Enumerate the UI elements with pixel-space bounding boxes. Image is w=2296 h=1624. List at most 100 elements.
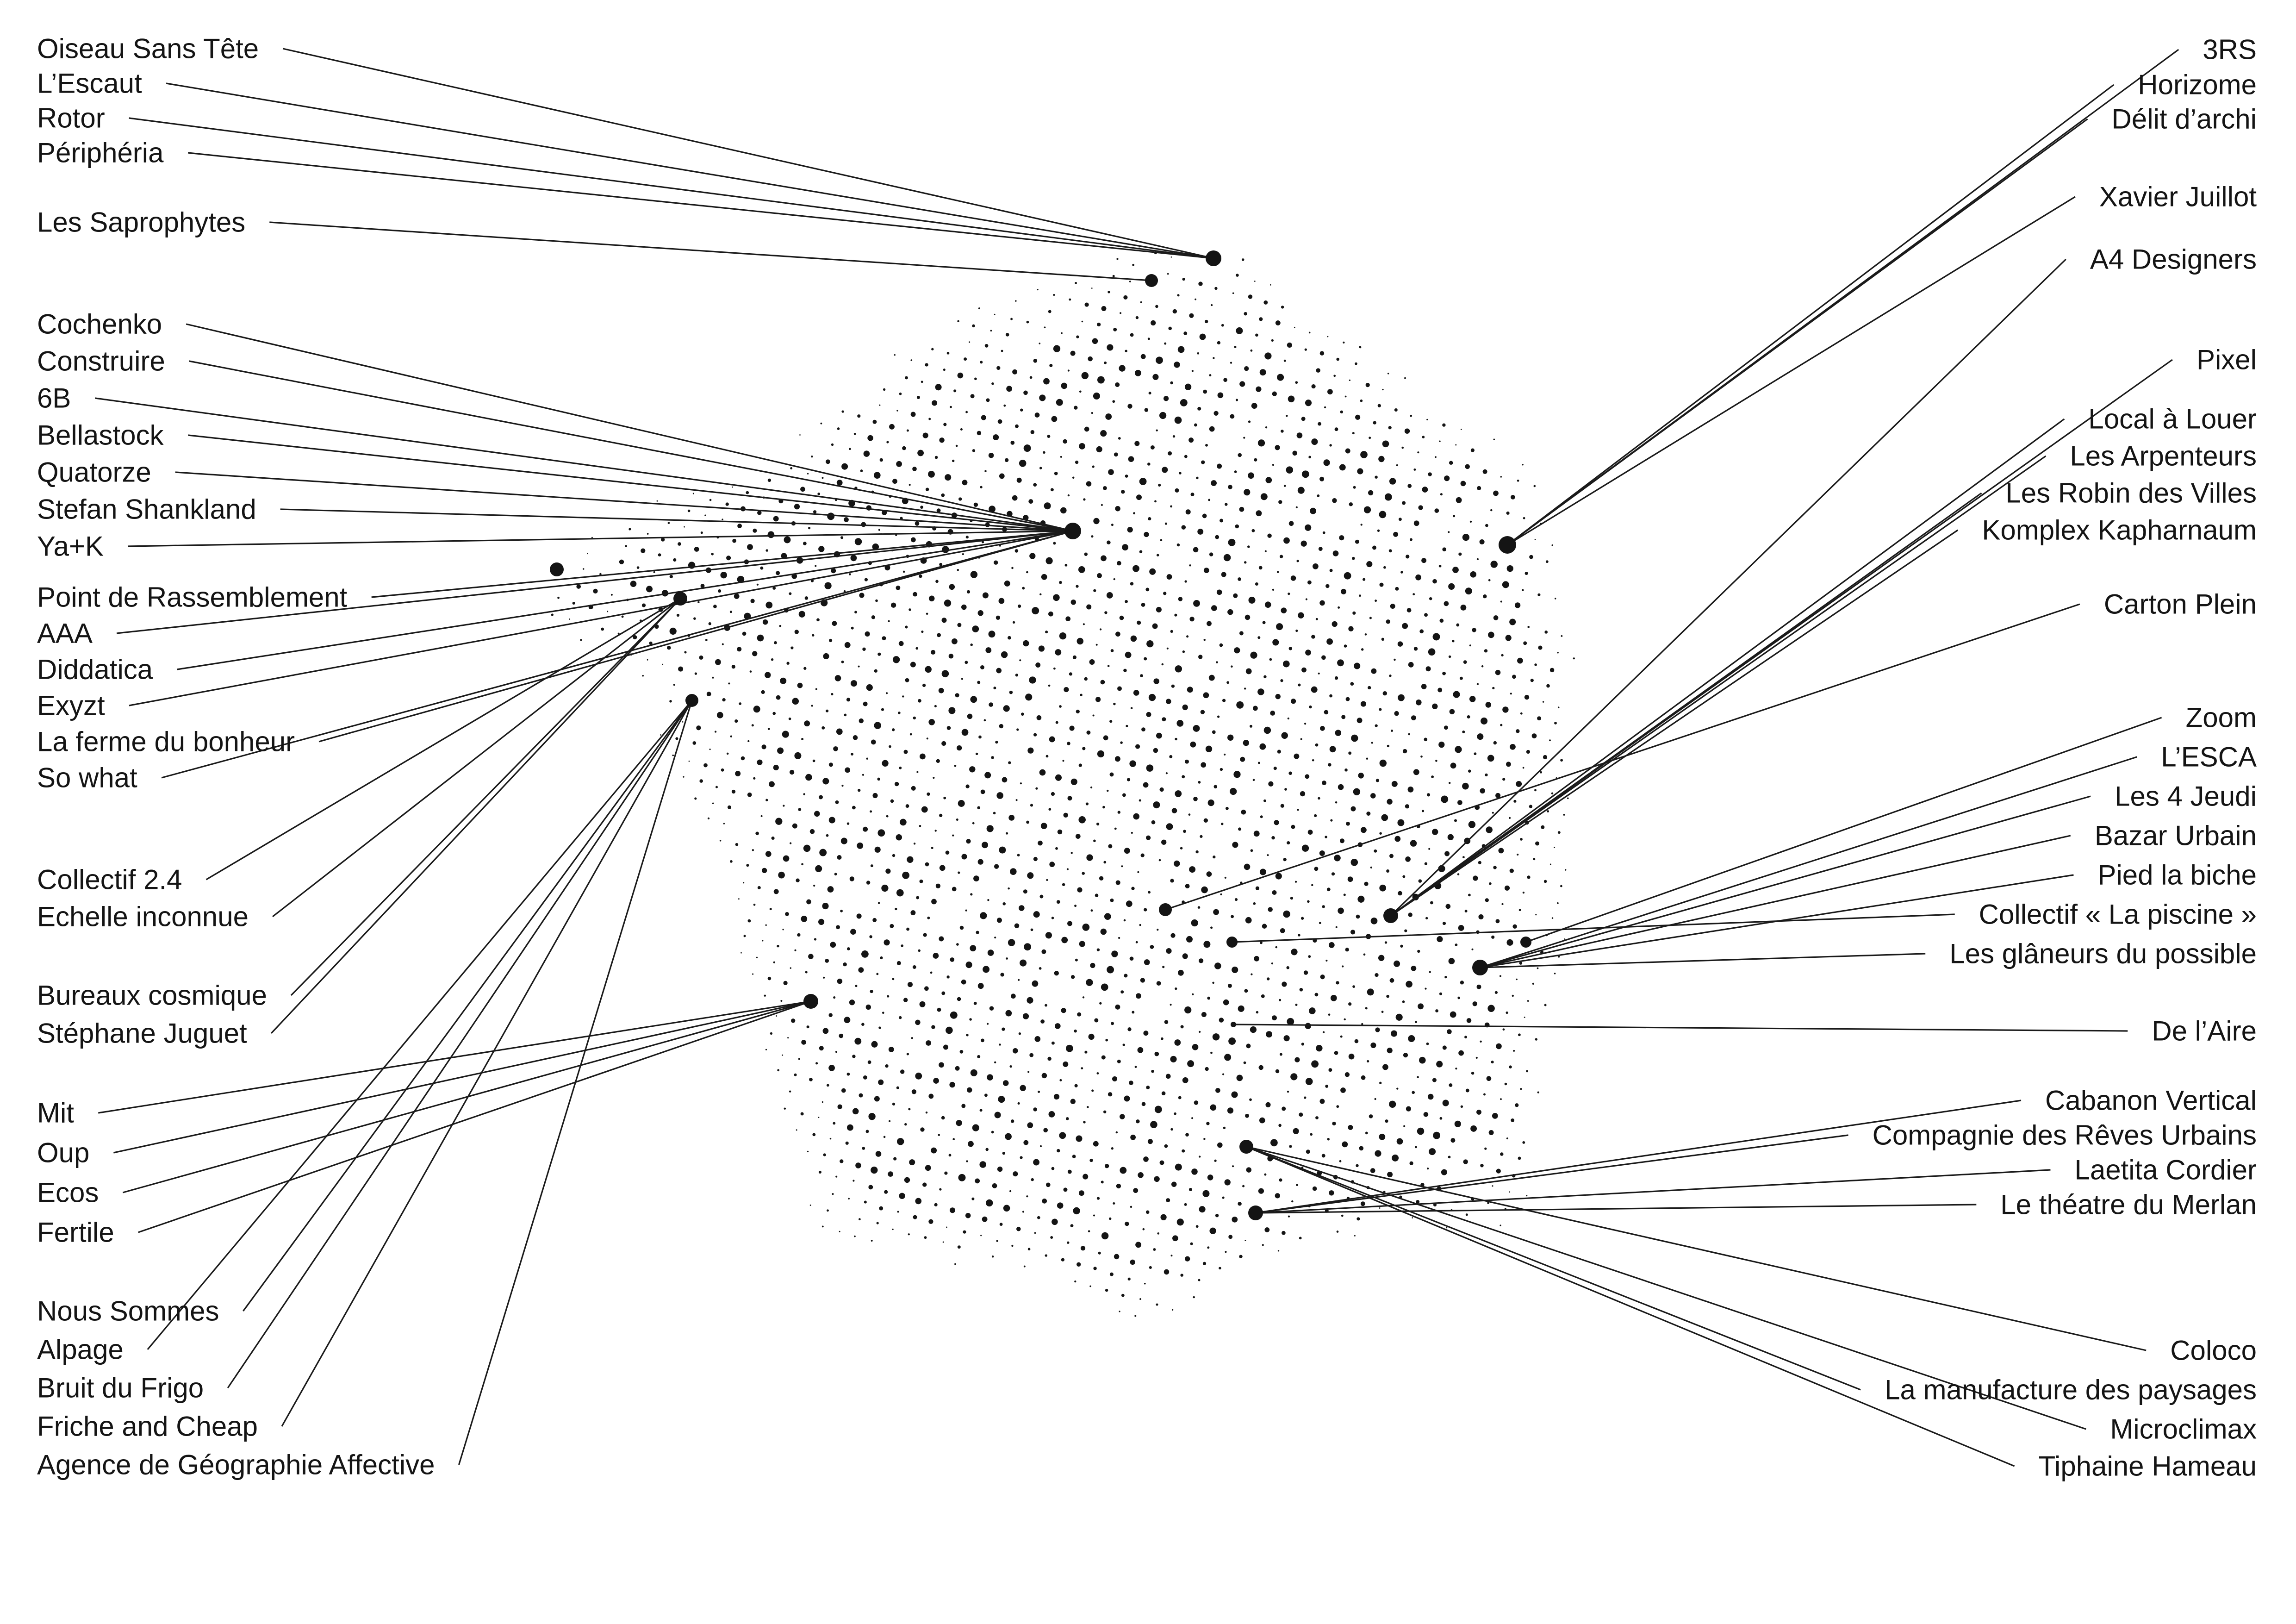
halftone-dot — [1029, 676, 1036, 684]
halftone-dot — [876, 973, 879, 975]
halftone-dot — [1077, 887, 1083, 893]
halftone-dot — [969, 341, 971, 343]
halftone-dot — [1523, 641, 1527, 645]
halftone-dot — [809, 1078, 813, 1081]
halftone-dot — [767, 478, 772, 482]
halftone-dot — [961, 1104, 966, 1108]
halftone-dot — [865, 1004, 871, 1010]
halftone-dot — [977, 610, 983, 616]
halftone-dot — [1444, 851, 1450, 856]
halftone-dot — [722, 643, 724, 645]
halftone-dot — [1133, 813, 1139, 820]
halftone-dot — [785, 912, 789, 916]
halftone-dot — [1244, 561, 1247, 564]
halftone-dot — [898, 1016, 902, 1019]
halftone-dot — [963, 1230, 966, 1234]
halftone-dot — [1069, 725, 1075, 731]
halftone-dot — [1093, 1214, 1095, 1217]
halftone-dot — [840, 1159, 844, 1163]
halftone-dot — [1377, 404, 1381, 407]
halftone-dot — [1328, 763, 1332, 767]
halftone-dot — [1212, 1033, 1220, 1041]
halftone-dot — [965, 1212, 971, 1218]
halftone-dot — [1151, 820, 1156, 824]
halftone-dot — [1073, 1207, 1080, 1215]
halftone-dot — [878, 529, 880, 531]
halftone-dot — [959, 1050, 964, 1054]
halftone-dot — [920, 506, 923, 509]
halftone-dot — [672, 754, 674, 756]
halftone-dot — [1280, 679, 1283, 682]
halftone-dot — [1219, 1267, 1221, 1270]
halftone-dot — [1410, 538, 1412, 541]
halftone-dot — [1238, 453, 1242, 457]
halftone-dot — [1447, 834, 1454, 841]
halftone-dot — [669, 627, 677, 635]
halftone-dot — [1170, 505, 1173, 508]
halftone-dot — [730, 735, 732, 737]
halftone-dot — [683, 776, 684, 778]
halftone-dot — [1392, 1154, 1399, 1162]
halftone-dot — [1009, 690, 1013, 694]
halftone-dot — [1126, 900, 1132, 907]
halftone-dot — [760, 815, 763, 817]
halftone-dot — [1013, 1171, 1018, 1177]
halftone-dot — [1217, 1142, 1223, 1148]
halftone-dot — [761, 690, 765, 694]
halftone-dot — [1035, 662, 1041, 668]
halftone-dot — [1129, 281, 1131, 282]
halftone-dot — [1119, 1311, 1120, 1312]
halftone-dot — [950, 1011, 958, 1019]
halftone-dot — [1551, 544, 1553, 546]
halftone-dot — [1334, 427, 1338, 431]
halftone-dot — [1101, 306, 1107, 311]
halftone-dot — [1366, 561, 1373, 568]
halftone-dot — [1221, 324, 1224, 327]
halftone-dot — [919, 824, 921, 827]
halftone-dot — [1029, 553, 1036, 559]
halftone-dot — [1140, 354, 1146, 359]
halftone-dot — [1067, 1241, 1070, 1244]
halftone-dot — [881, 884, 889, 892]
halftone-dot — [841, 463, 848, 470]
halftone-dot — [1295, 506, 1298, 508]
halftone-dot — [1268, 781, 1274, 787]
connector-line — [1480, 795, 2091, 968]
halftone-dot — [772, 586, 776, 590]
left-label-18: Collectif 2.4 — [37, 864, 182, 895]
halftone-dot — [1090, 909, 1093, 912]
halftone-dot — [1350, 682, 1354, 686]
halftone-dot — [1364, 881, 1369, 886]
halftone-dot — [1213, 411, 1219, 416]
halftone-dot — [1183, 331, 1188, 336]
halftone-dot — [892, 854, 896, 857]
halftone-dot — [1201, 762, 1207, 768]
left-label-11: Ya+K — [37, 531, 104, 562]
halftone-dot — [976, 931, 979, 934]
halftone-dot — [1227, 983, 1232, 988]
halftone-dot — [1484, 649, 1488, 653]
halftone-dot — [1066, 1117, 1069, 1120]
halftone-dot — [1441, 1169, 1447, 1175]
halftone-dot — [1221, 823, 1224, 825]
halftone-dot — [1081, 320, 1083, 323]
halftone-dot — [943, 423, 947, 426]
halftone-dot — [1189, 313, 1194, 318]
halftone-dot — [1185, 759, 1189, 764]
halftone-dot — [863, 701, 868, 706]
halftone-dot — [996, 615, 1001, 620]
halftone-dot — [1201, 1012, 1207, 1018]
halftone-dot — [1113, 1202, 1115, 1205]
halftone-dot — [1468, 769, 1471, 773]
halftone-dot — [1294, 1057, 1300, 1062]
halftone-dot — [1082, 924, 1090, 931]
connector-line — [282, 48, 1214, 259]
halftone-dot — [1036, 715, 1042, 720]
halftone-dot — [1091, 1089, 1094, 1092]
halftone-dot — [726, 752, 729, 755]
halftone-dot — [1518, 909, 1521, 912]
halftone-dot — [1193, 725, 1200, 732]
halftone-dot — [1271, 836, 1275, 840]
halftone-dot — [1156, 356, 1163, 364]
halftone-dot — [1366, 757, 1369, 760]
